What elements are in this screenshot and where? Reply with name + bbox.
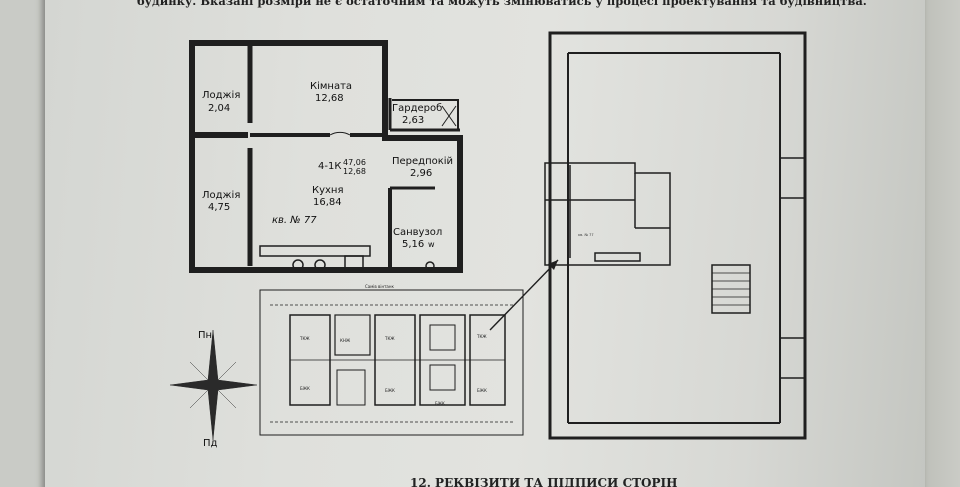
mini-apartment [544, 162, 671, 266]
side-bay [780, 157, 805, 379]
site-tag-5: БЖК [300, 386, 310, 391]
room-label-loggia-2: Лоджія [202, 189, 240, 201]
apartment-number: кв. № 77 [272, 215, 317, 226]
room-label-hallway: Передпокій [392, 155, 453, 167]
sink [314, 259, 326, 271]
room-area-hallway: 2,96 [410, 168, 432, 179]
footer-heading: 12. РЕКВІЗИТИ ТА ПІДПИСИ СТОРІН [410, 476, 678, 487]
building-outline [548, 31, 807, 440]
compass-south: Пд [203, 438, 218, 449]
site-tag-3: ТКЖ [476, 334, 487, 339]
total-area: 47,06 [343, 158, 366, 167]
compass-rose: Пн Пд [169, 329, 258, 449]
block-2 [334, 314, 371, 356]
pointer-arrow [489, 259, 559, 331]
site-top-caption: Самів вінтанк [365, 284, 394, 289]
site-tag-6: БЖК [385, 388, 395, 393]
floor-plan-apartment-label: кв. № 77 [578, 233, 594, 237]
floor-plan: кв. № 77 [544, 31, 807, 440]
living-area: 12,68 [343, 167, 366, 176]
room-label-loggia-1: Лоджія [202, 89, 240, 101]
site-boundary [259, 289, 524, 436]
room-area-bathroom: 5,16 [402, 239, 424, 250]
site-tag-8: БЖК [435, 401, 445, 406]
site-tag-7: БЖК [477, 388, 487, 393]
apartment-type: 4-1К [318, 161, 341, 172]
door-swing [329, 131, 351, 136]
stair-lines [712, 272, 750, 306]
apartment-plan: Лоджія 2,04 Кімната 12,68 Гардероб 2,63 … [189, 40, 463, 273]
room-area-loggia-2: 4,75 [208, 202, 230, 213]
site-tag-4: ТКЖ [299, 336, 310, 341]
header-text: будинку. Вказані розміри не є остаточним… [137, 0, 867, 8]
bath-fixture [425, 261, 435, 271]
appliance [344, 255, 364, 271]
room-area-loggia-1: 2,04 [208, 103, 230, 114]
courtyard-1 [336, 369, 366, 406]
room-area-wardrobe: 2,63 [402, 115, 424, 126]
road [270, 304, 513, 423]
kitchen-counter [259, 245, 371, 257]
room-label-bathroom: Санвузол [393, 227, 442, 238]
courtyard-2 [429, 324, 456, 351]
window-mark: w [428, 240, 435, 249]
room-area-room: 12,68 [315, 93, 344, 104]
room-label-kitchen: Кухня [312, 185, 344, 196]
compass-north: Пн [198, 330, 212, 341]
room-label-room: Кімната [310, 80, 352, 92]
site-plan: Самів вінтанк КНЖ ТКЖ ТКЖ ТКЖ БЖК БЖК БЖ… [259, 284, 524, 436]
site-tag-1: КНЖ [340, 338, 351, 343]
courtyard-3 [429, 364, 456, 391]
wardrobe-box [392, 99, 459, 130]
site-tag-2: ТКЖ [384, 336, 395, 341]
wardrobe-hatch [441, 105, 457, 127]
stove [292, 259, 304, 271]
room-area-kitchen: 16,84 [313, 197, 342, 208]
room-label-wardrobe: Гардероб [392, 103, 442, 114]
